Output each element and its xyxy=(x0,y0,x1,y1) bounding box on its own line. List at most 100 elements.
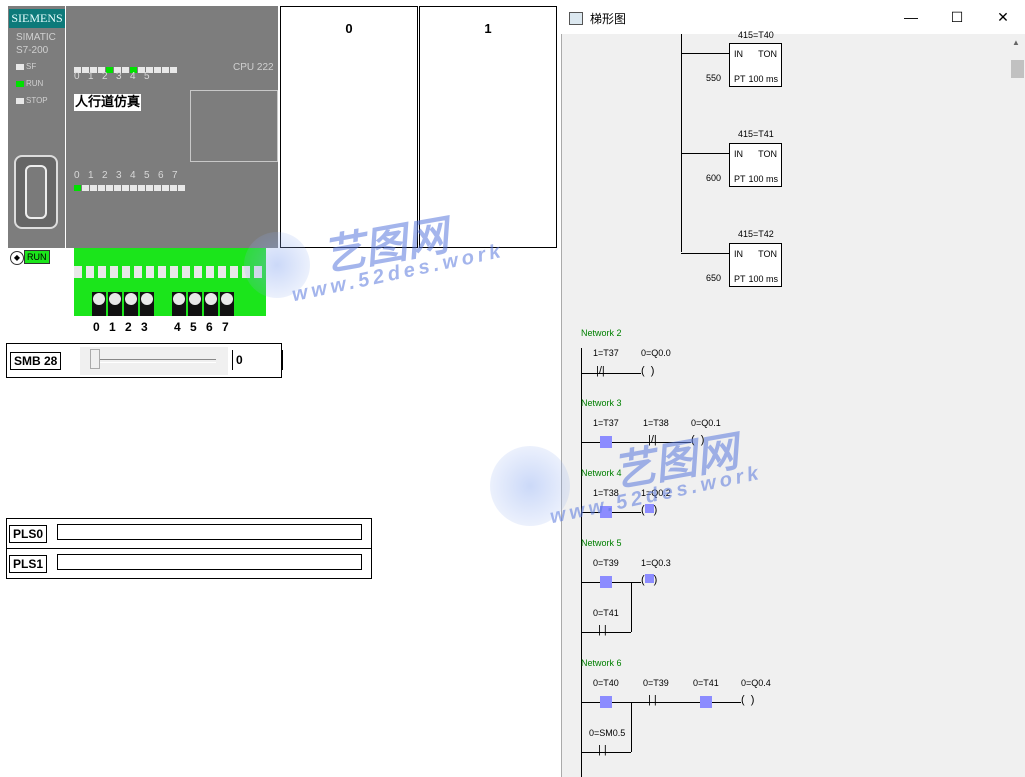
timer-block-t42[interactable]: IN TON PT 100 ms xyxy=(729,243,782,287)
n5-coil[interactable]: () xyxy=(641,574,658,586)
siemens-logo: SIEMENS xyxy=(9,9,65,28)
n2-contact-label: 1=T37 xyxy=(593,348,619,358)
timer-block-t40[interactable]: IN TON PT 100 ms xyxy=(729,43,782,87)
pls0-label: PLS0 xyxy=(9,525,48,543)
watermark-globe-icon-2 xyxy=(244,232,310,298)
input-switch-1[interactable] xyxy=(108,292,122,316)
n6-contact3-label: 0=T41 xyxy=(693,678,719,688)
t40-base: 100 ms xyxy=(748,74,778,84)
n2-coil-label: 0=Q0.0 xyxy=(641,348,671,358)
t40-pt-label: PT xyxy=(734,74,746,84)
n4-contact-label: 1=T38 xyxy=(593,488,619,498)
run-label: RUN xyxy=(26,79,44,88)
input-terminal-strip xyxy=(74,248,266,316)
cartridge-slot xyxy=(190,90,278,162)
smb28-slider[interactable] xyxy=(80,347,228,375)
n5-contact2[interactable]: | | xyxy=(598,624,607,636)
n6-coil[interactable]: ( ) xyxy=(741,694,755,706)
n6-contact2[interactable]: | | xyxy=(648,694,657,706)
t42-pt-label: PT xyxy=(734,274,746,284)
ladder-window-title: 梯形图 xyxy=(590,12,627,26)
network-2-title: Network 2 xyxy=(581,328,622,338)
t42-type: TON xyxy=(758,249,777,259)
timer-block-t41[interactable]: IN TON PT 100 ms xyxy=(729,143,782,187)
n5-branch-rung xyxy=(581,632,631,633)
model-label: S7-200 xyxy=(16,45,49,56)
run-led xyxy=(16,81,24,87)
ladder-titlebar[interactable] xyxy=(561,0,1025,34)
minimize-button[interactable]: — xyxy=(904,9,918,25)
pls0-field[interactable] xyxy=(57,524,362,540)
pls-divider xyxy=(6,548,372,549)
sf-label: SF xyxy=(26,62,37,71)
pls1-label: PLS1 xyxy=(9,555,48,573)
t40-name: 415=T40 xyxy=(738,30,774,40)
cpu-model-label: CPU 222 xyxy=(233,62,274,73)
module-1-label: 1 xyxy=(484,21,492,36)
network-6-title: Network 6 xyxy=(581,658,622,668)
network-5-title: Network 5 xyxy=(581,538,622,548)
t41-in-line xyxy=(681,153,729,154)
serial-port-pins xyxy=(25,165,47,219)
smb28-slider-thumb[interactable] xyxy=(90,349,100,369)
input-switch-7[interactable] xyxy=(220,292,234,316)
expansion-module-1[interactable]: 1 xyxy=(419,6,557,248)
network-4-title: Network 4 xyxy=(581,468,622,478)
t41-preset: 600 xyxy=(706,173,722,183)
n6-contact4[interactable]: | | xyxy=(598,744,607,756)
input-switch-3[interactable] xyxy=(140,292,154,316)
n2-rung xyxy=(581,373,641,374)
simulation-title: 人行道仿真 xyxy=(74,94,142,111)
n5-contact1-active[interactable] xyxy=(600,576,612,588)
maximize-button[interactable]: ☐ xyxy=(950,9,964,25)
stop-label: STOP xyxy=(26,96,48,105)
n4-contact-active[interactable] xyxy=(600,506,612,518)
ladder-scrollbar[interactable] xyxy=(1009,34,1025,777)
n5-contact2-label: 0=T41 xyxy=(593,608,619,618)
run-switch-icon[interactable]: ◆ xyxy=(10,251,24,265)
n5-contact1-label: 0=T39 xyxy=(593,558,619,568)
n6-rung xyxy=(581,702,741,703)
n3-contact2[interactable]: |/| xyxy=(648,434,657,446)
n3-coil-label: 0=Q0.1 xyxy=(691,418,721,428)
input-led-row xyxy=(74,64,178,76)
n3-contact1-label: 1=T37 xyxy=(593,418,619,428)
n6-branch-rung xyxy=(581,752,631,753)
pls1-field[interactable] xyxy=(57,554,362,570)
simatic-label: SIMATIC xyxy=(16,32,56,43)
n6-contact3-active[interactable] xyxy=(700,696,712,708)
t42-in-line xyxy=(681,253,729,254)
input-switch-4[interactable] xyxy=(172,292,186,316)
t41-pt-label: PT xyxy=(734,174,746,184)
close-button[interactable]: ✕ xyxy=(997,9,1009,25)
left-power-rail xyxy=(581,348,582,777)
t42-base: 100 ms xyxy=(748,274,778,284)
module-0-label: 0 xyxy=(345,21,353,36)
input-switch-2[interactable] xyxy=(124,292,138,316)
t42-name: 415=T42 xyxy=(738,229,774,239)
smb28-value[interactable]: 0 xyxy=(232,350,283,370)
n6-coil-label: 0=Q0.4 xyxy=(741,678,771,688)
ladder-window-icon xyxy=(569,12,583,25)
watermark-globe-icon xyxy=(490,446,570,526)
input-switch-0[interactable] xyxy=(92,292,106,316)
n5-branch-rail xyxy=(631,582,632,632)
n6-contact4-label: 0=SM0.5 xyxy=(589,728,626,738)
n4-coil[interactable]: () xyxy=(641,504,658,516)
t41-type: TON xyxy=(758,149,777,159)
network-3-title: Network 3 xyxy=(581,398,622,408)
n3-coil[interactable]: ( ) xyxy=(691,434,705,446)
scroll-up-icon[interactable]: ▲ xyxy=(1012,38,1020,47)
input-switch-6[interactable] xyxy=(204,292,218,316)
n6-contact1-active[interactable] xyxy=(600,696,612,708)
n2-coil[interactable]: ( ) xyxy=(641,365,655,377)
expansion-module-0[interactable]: 0 xyxy=(280,6,418,248)
n3-rung xyxy=(581,442,691,443)
n2-nc-contact[interactable]: |/| xyxy=(596,365,605,377)
input-switch-5[interactable] xyxy=(188,292,202,316)
scrollbar-thumb[interactable] xyxy=(1011,60,1024,78)
n3-contact1-active[interactable] xyxy=(600,436,612,448)
